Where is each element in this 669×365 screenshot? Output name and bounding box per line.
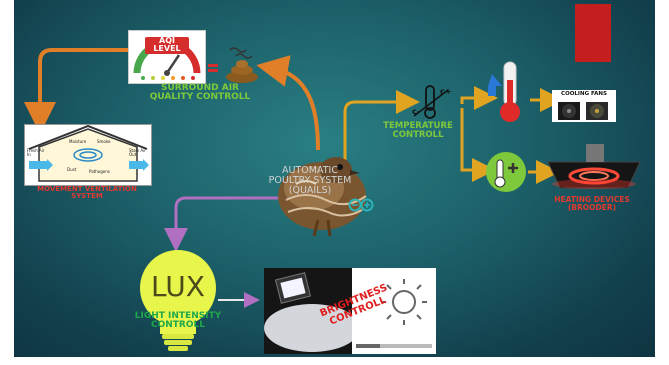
arrow-to-cooling xyxy=(460,86,498,110)
center-title-line1: AUTOMATIC xyxy=(282,165,338,176)
light-label-line2: CONTROLL xyxy=(151,320,205,331)
ventilation-label: MOVEMENT VENTILATION SYSTEM xyxy=(20,185,154,201)
lux-text: LUX xyxy=(151,270,205,303)
brightness-card xyxy=(352,268,436,354)
heating-label-line1: HEATING DEVICES xyxy=(554,195,630,204)
vent-stale-air: Stale Air Out xyxy=(129,148,146,157)
temperature-label-line2: CONTROLL xyxy=(392,129,444,140)
fans-icon xyxy=(558,102,608,120)
heat-plus-icon xyxy=(486,152,526,192)
cooling-fans-card: COOLING FANS xyxy=(552,90,616,122)
cooling-fans-label: COOLING FANS xyxy=(561,91,607,97)
heating-label-line2: (BROODER) xyxy=(567,202,617,212)
red-corner-bar xyxy=(575,4,611,62)
arrow-to-air-quality xyxy=(256,55,320,151)
air-quality-label-line2: QUALITY CONTROLL xyxy=(149,92,251,103)
center-title-line3: (QUAILS) xyxy=(288,184,332,196)
air-quality-label: SURROUND AIR QUALITY CONTROLL xyxy=(140,83,260,103)
sun-brightness-icon xyxy=(356,279,432,348)
arduino-icon xyxy=(348,198,374,212)
arrow-to-ventilation xyxy=(24,48,128,134)
floodlight-image xyxy=(264,268,352,354)
light-label: LIGHT INTENSITY CONTROLL xyxy=(114,311,242,331)
manure-icon xyxy=(226,47,258,83)
center-title-line2: POULTRY SYSTEM xyxy=(268,174,352,186)
brooder-heater-image xyxy=(547,144,641,189)
arrow-to-heating-plus xyxy=(460,108,496,182)
ventilation-diagram-card: Fresh Air In Moisture Smoke Dust Pathoge… xyxy=(24,124,152,186)
arrow-to-temperature xyxy=(343,90,420,162)
temperature-label-line1: TEMPERATURE xyxy=(383,121,453,131)
air-quality-label-line1: SURROUND AIR xyxy=(161,83,239,93)
arrow-to-light xyxy=(164,196,288,252)
vent-moisture: Moisture xyxy=(69,139,87,144)
quail-image xyxy=(278,157,367,237)
ventilation-label-line2: SYSTEM xyxy=(71,192,103,201)
vent-smoke: Smoke xyxy=(97,139,111,144)
svg-text:c-: c- xyxy=(412,107,420,116)
thermometer-cf-icon: c+ c- xyxy=(412,85,451,119)
aqi-gauge-card: AQI LEVEL xyxy=(128,30,206,84)
ventilation-label-line1: MOVEMENT VENTILATION xyxy=(37,185,137,193)
temperature-label: TEMPERATURE CONTROLL xyxy=(376,122,460,140)
lux-bulb-icon xyxy=(140,250,216,351)
aqi-gauge-title: AQI LEVEL xyxy=(145,36,189,54)
light-label-line1: LIGHT INTENSITY xyxy=(134,311,222,321)
heating-label: HEATING DEVICES (BROODER) xyxy=(540,196,644,212)
equals-icon xyxy=(208,64,218,67)
house-ventilation-icon xyxy=(28,124,149,182)
vent-fresh-air: Fresh Air In xyxy=(27,148,45,157)
vent-pathogens: Pathogens xyxy=(89,169,110,174)
vent-dust: Dust xyxy=(67,167,77,172)
center-title: AUTOMATIC POULTRY SYSTEM (QUAILS) xyxy=(236,166,384,196)
cold-thermometer-icon xyxy=(488,61,520,122)
svg-text:c+: c+ xyxy=(440,87,451,96)
